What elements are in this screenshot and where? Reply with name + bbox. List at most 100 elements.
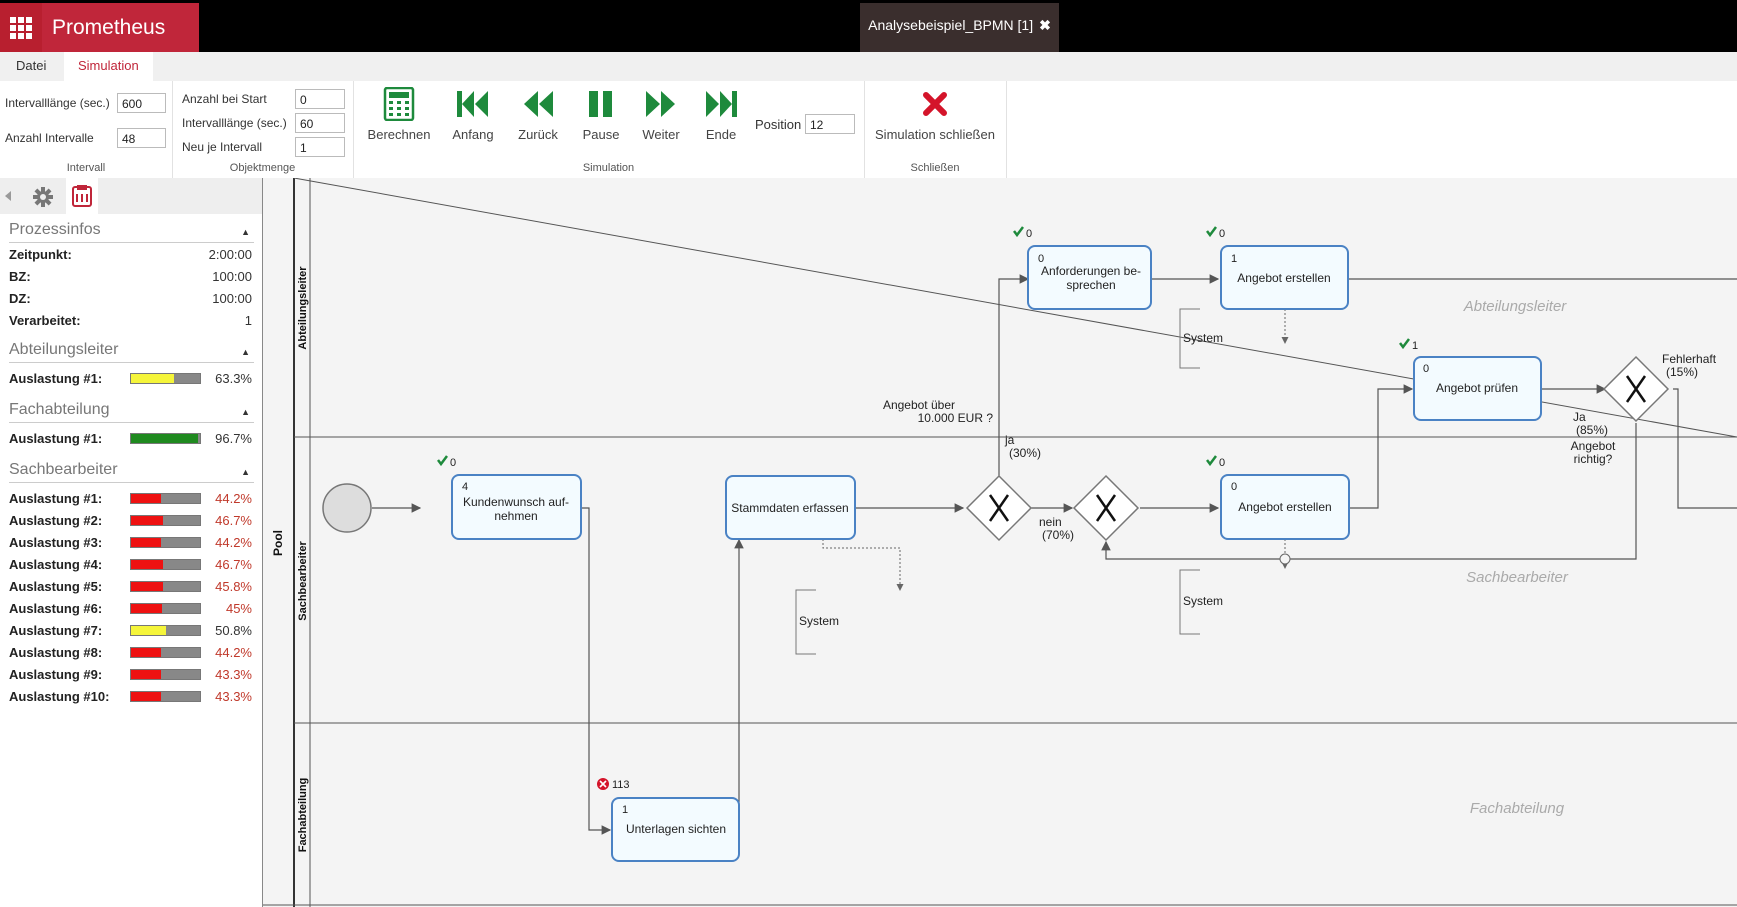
utilization-value: 45.8%	[215, 579, 252, 594]
done-badge: 0	[438, 456, 456, 469]
weiter-button[interactable]: Weiter	[633, 87, 689, 142]
utilization-value: 44.2%	[215, 491, 252, 506]
collapse-arrow-icon[interactable]: ▲	[241, 347, 250, 357]
info-row: Zeitpunkt:2:00:00	[9, 245, 252, 265]
menu-simulation[interactable]: Simulation	[64, 52, 153, 81]
intervall-length-input[interactable]: 600	[117, 93, 166, 113]
section-fachabteilung[interactable]: Fachabteilung ▲	[9, 401, 254, 423]
close-tab-icon[interactable]: ✖	[1039, 17, 1051, 33]
collapse-arrow-icon[interactable]: ▲	[241, 407, 250, 417]
utilization-bar	[130, 537, 201, 548]
object-interval-label: Intervalllänge (sec.)	[182, 116, 287, 130]
menu-datei[interactable]: Datei	[2, 52, 60, 81]
collapse-left-icon[interactable]	[3, 189, 13, 203]
start-event[interactable]	[323, 484, 371, 532]
info-row: DZ:100:00	[9, 289, 252, 309]
group-label: Objektmenge	[172, 162, 353, 174]
report-icon	[71, 184, 93, 208]
task-label-line2: sprechen	[1066, 278, 1115, 292]
ende-button[interactable]: Ende	[693, 87, 749, 142]
zurueck-button[interactable]: Zurück	[510, 87, 566, 142]
task-kundenwunsch[interactable]: 4 Kundenwunsch auf- nehmen	[452, 475, 581, 539]
anfang-button[interactable]: Anfang	[445, 87, 501, 142]
utilization-row: Auslastung #4:46.7%	[9, 555, 252, 575]
task-angebot-erstellen-mid[interactable]: 0 Angebot erstellen	[1221, 475, 1349, 539]
task-unterlagen[interactable]: 1 Unterlagen sichten	[612, 798, 739, 861]
label-ja85-1: Ja	[1573, 410, 1586, 424]
utilization-label: Auslastung #10:	[9, 689, 109, 704]
report-tab[interactable]	[66, 178, 98, 214]
section-prozessinfos[interactable]: Prozessinfos▲	[9, 221, 254, 243]
bpmn-canvas[interactable]: Pool Abteilungsleiter Sachbearbeiter Fac…	[263, 178, 1737, 907]
info-value: 100:00	[212, 269, 252, 284]
utilization-bar	[130, 625, 201, 636]
section-abteilungsleiter[interactable]: Abteilungsleiter ▲	[9, 341, 254, 363]
utilization-row: Auslastung #9:43.3%	[9, 665, 252, 685]
utilization-bar	[130, 559, 201, 570]
svg-text:0: 0	[1026, 228, 1032, 240]
pause-button[interactable]: Pause	[573, 87, 629, 142]
gateway-angebot-richtig[interactable]	[1604, 357, 1668, 421]
label-fehlerhaft-2: (15%)	[1666, 365, 1698, 379]
label-richtig-1: Angebot	[1571, 439, 1616, 453]
utilization-label: Auslastung #9:	[9, 667, 102, 682]
section-title: Sachbearbeiter	[9, 461, 118, 478]
close-simulation-button[interactable]: Simulation schließen	[864, 87, 1006, 142]
document-tab[interactable]: Analysebeispiel_BPMN [1] ✖	[860, 3, 1059, 52]
utilization-row: Auslastung #3:44.2%	[9, 533, 252, 553]
utilization-bar-fill	[131, 374, 174, 383]
section-title: Fachabteilung	[9, 401, 110, 418]
task-stammdaten[interactable]: Stammdaten erfassen	[726, 476, 855, 539]
utilization-bar	[130, 647, 201, 658]
collapse-arrow-icon[interactable]: ▲	[241, 467, 250, 477]
svg-text:113: 113	[612, 779, 630, 791]
lane-watermark-abteilungsleiter: Abteilungsleiter	[1463, 298, 1568, 315]
info-row: Verarbeitet:1	[9, 311, 252, 331]
document-tab-label: Analysebeispiel_BPMN [1]	[868, 17, 1033, 33]
utilization-label: Auslastung #4:	[9, 557, 102, 572]
pause-icon	[586, 87, 616, 121]
intervall-count-input[interactable]: 48	[117, 128, 166, 148]
group-label: Schließen	[864, 162, 1006, 174]
task-angebot-pruefen[interactable]: 0 Angebot prüfen	[1414, 357, 1541, 420]
skip-to-end-icon	[703, 87, 739, 121]
label-nein70-1: nein	[1039, 515, 1062, 529]
collapse-arrow-icon[interactable]: ▲	[241, 227, 250, 237]
label-ja30-2: (30%)	[1009, 446, 1041, 460]
berechnen-button[interactable]: Berechnen	[365, 87, 433, 142]
task-anforderungen[interactable]: 0 Anforderungen be- sprechen	[1028, 246, 1151, 309]
info-sidebar: Prozessinfos▲ Zeitpunkt:2:00:00 BZ:100:0…	[0, 178, 263, 907]
utilization-row: Auslastung #1:96.7%	[9, 429, 252, 449]
utilization-row: Auslastung #5:45.8%	[9, 577, 252, 597]
object-interval-input[interactable]: 60	[295, 113, 345, 133]
utilization-bar	[130, 669, 201, 680]
utilization-label: Auslastung #7:	[9, 623, 102, 638]
task-label-line1: Anforderungen be-	[1041, 264, 1141, 278]
gateway-angebot-ueber[interactable]	[967, 476, 1031, 540]
task-label-line1: Kundenwunsch auf-	[463, 495, 569, 509]
title-bar: Prometheus Analysebeispiel_BPMN [1]✖	[0, 0, 1737, 52]
gateway-merge[interactable]	[1074, 476, 1138, 540]
label-angebot-ueber-2: 10.000 EUR ?	[918, 411, 994, 425]
task-count: 4	[462, 481, 468, 493]
utilization-row: Auslastung #6:45%	[9, 599, 252, 619]
app-grid-button[interactable]	[0, 3, 42, 52]
task-count: 1	[622, 804, 628, 816]
new-per-interval-input[interactable]: 1	[295, 137, 345, 157]
task-angebot-erstellen-top[interactable]: 1 Angebot erstellen	[1221, 246, 1348, 309]
settings-tab[interactable]	[30, 184, 56, 210]
weiter-label: Weiter	[642, 127, 679, 142]
group-schliessen: Simulation schließen Schließen	[864, 81, 1007, 178]
utilization-bar-fill	[131, 516, 163, 525]
utilization-value: 44.2%	[215, 535, 252, 550]
lane-label-sachbearbeiter: Sachbearbeiter	[297, 541, 309, 621]
section-sachbearbeiter[interactable]: Sachbearbeiter ▲	[9, 461, 254, 483]
label-richtig-2: richtig?	[1574, 452, 1613, 466]
position-input[interactable]: 12	[805, 114, 855, 134]
section-title: Abteilungsleiter	[9, 341, 118, 358]
utilization-bar	[130, 691, 201, 702]
start-count-input[interactable]: 0	[295, 89, 345, 109]
group-intervall: Intervalllänge (sec.) 600 Anzahl Interva…	[0, 81, 173, 178]
lane-watermark-fachabteilung: Fachabteilung	[1470, 800, 1565, 817]
fast-forward-icon	[644, 87, 678, 121]
